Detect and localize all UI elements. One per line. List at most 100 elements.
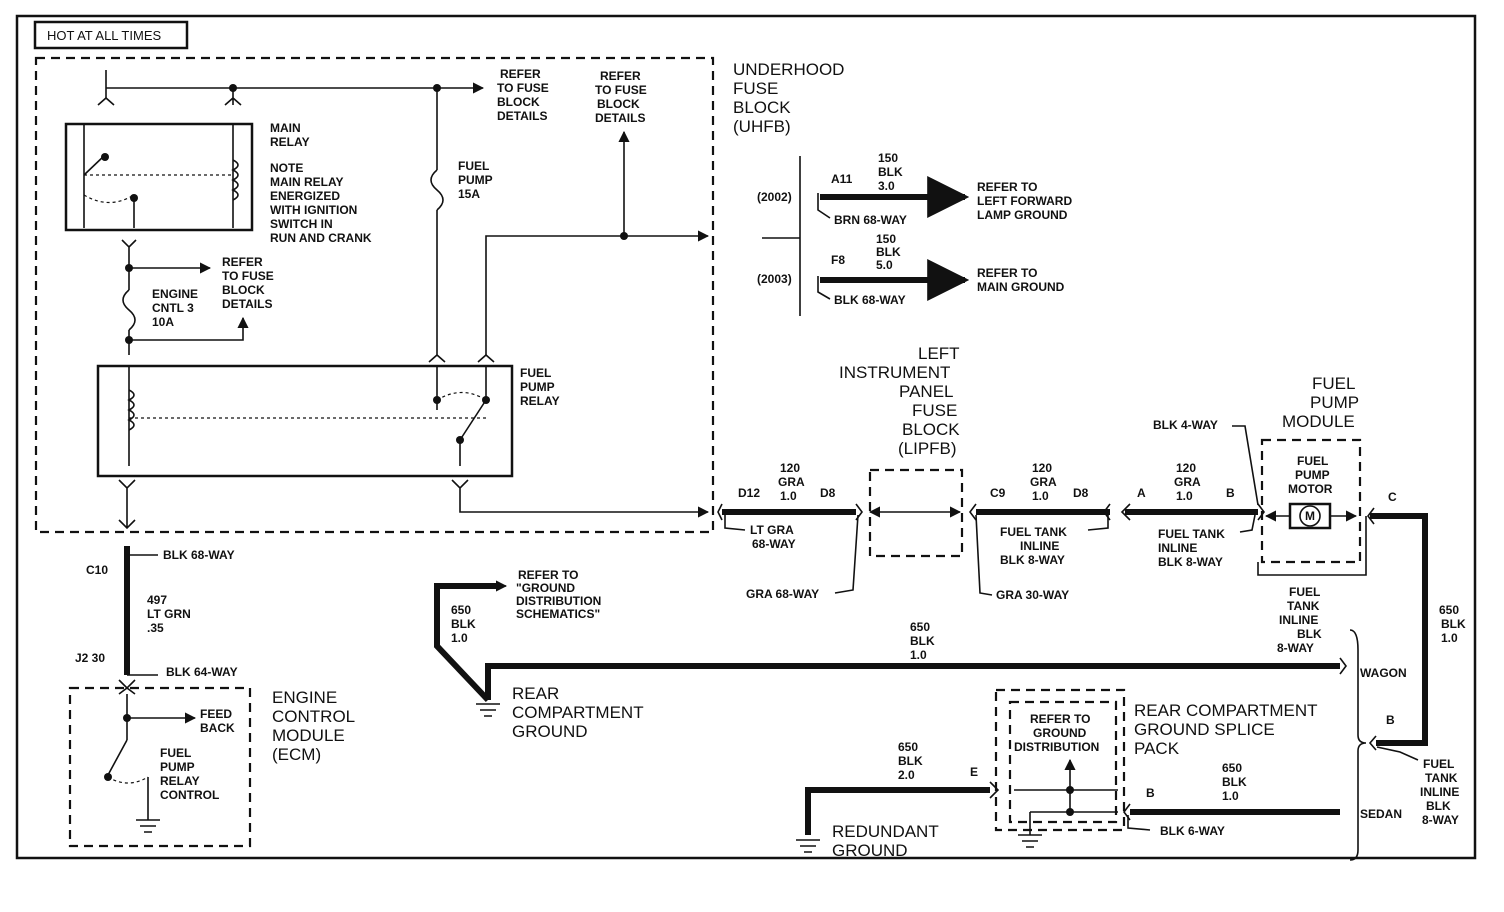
svg-text:REFER TO: REFER TO	[1030, 712, 1090, 726]
svg-text:650: 650	[451, 603, 471, 617]
engine-cntl-fuse-symbol	[122, 289, 136, 331]
svg-text:PUMP: PUMP	[520, 380, 555, 394]
ecm-top-connector: BLK 68-WAY	[163, 548, 235, 562]
svg-text:LEFT FORWARD: LEFT FORWARD	[977, 194, 1072, 208]
svg-text:1.0: 1.0	[910, 648, 927, 662]
refer-fuse-block-3: REFER TO FUSE BLOCK DETAILS	[222, 255, 274, 311]
svg-text:1.0: 1.0	[1176, 489, 1193, 503]
svg-text:PANEL: PANEL	[899, 382, 954, 401]
svg-text:PUMP: PUMP	[1295, 468, 1330, 482]
svg-text:BLOCK: BLOCK	[733, 98, 791, 117]
svg-text:REFER TO: REFER TO	[977, 180, 1037, 194]
svg-text:WITH IGNITION: WITH IGNITION	[270, 203, 357, 217]
svg-text:SWITCH IN: SWITCH IN	[270, 217, 333, 231]
svg-text:BLK: BLK	[1426, 799, 1451, 813]
svg-text:INLINE: INLINE	[1020, 539, 1059, 553]
pump-conn-blk4: BLK 4-WAY	[1153, 418, 1218, 432]
svg-text:FUEL TANK: FUEL TANK	[1000, 525, 1067, 539]
svg-text:REFER: REFER	[500, 67, 541, 81]
svg-text:BLK: BLK	[451, 617, 476, 631]
rear-ground-icon	[476, 703, 500, 717]
svg-text:REAR: REAR	[512, 684, 559, 703]
svg-text:BLK: BLK	[878, 165, 903, 179]
pump-pin-c: C	[1388, 490, 1397, 504]
svg-text:CONTROL: CONTROL	[272, 707, 355, 726]
lipfb-conn-gra68: GRA 68-WAY	[746, 587, 819, 601]
lipfb-pin-c9: C9	[990, 486, 1006, 500]
ecm-boundary	[68, 686, 252, 848]
right-pin-b: B	[1386, 713, 1395, 727]
splice-pack-inner	[1008, 700, 1118, 824]
ecm-bottom-connector: BLK 64-WAY	[166, 665, 238, 679]
svg-text:120: 120	[1176, 461, 1196, 475]
svg-text:DETAILS: DETAILS	[497, 109, 547, 123]
svg-text:CONTROL: CONTROL	[160, 788, 219, 802]
svg-text:REAR COMPARTMENT: REAR COMPARTMENT	[1134, 701, 1318, 720]
motor-symbol: M	[1305, 509, 1315, 523]
svg-text:1.0: 1.0	[451, 631, 468, 645]
svg-text:497: 497	[147, 593, 167, 607]
svg-text:UNDERHOOD: UNDERHOOD	[733, 60, 844, 79]
svg-text:1.0: 1.0	[780, 489, 797, 503]
svg-text:PUMP: PUMP	[458, 173, 493, 187]
svg-text:ENGINE: ENGINE	[272, 688, 337, 707]
wagon-wire-label: 650 BLK 1.0	[910, 620, 935, 662]
svg-text:650: 650	[1222, 761, 1242, 775]
uhfb-bracket	[762, 156, 801, 316]
wagon-sedan-bracket	[1349, 629, 1367, 861]
svg-text:650: 650	[898, 740, 918, 754]
svg-text:PACK: PACK	[1134, 739, 1180, 758]
redundant-ground-wire	[805, 787, 990, 835]
svg-text:CNTL 3: CNTL 3	[152, 301, 194, 315]
svg-text:120: 120	[1032, 461, 1052, 475]
svg-text:8-WAY: 8-WAY	[1277, 641, 1314, 655]
rear-ground-wire-label: 650 BLK 1.0	[451, 603, 476, 645]
redundant-wire-label: 650 BLK 2.0	[898, 740, 923, 782]
svg-text:LT GRN: LT GRN	[147, 607, 191, 621]
svg-text:.35: .35	[147, 621, 164, 635]
lipfb-title: LEFT INSTRUMENT PANEL FUSE BLOCK (LIPFB)	[839, 344, 960, 458]
hot-at-all-times-box	[33, 20, 189, 50]
wagon-ground-wire	[485, 663, 1340, 700]
svg-text:8-WAY: 8-WAY	[1422, 813, 1459, 827]
svg-text:BLOCK: BLOCK	[222, 283, 265, 297]
svg-text:REFER: REFER	[600, 69, 641, 83]
svg-text:TO FUSE: TO FUSE	[497, 81, 549, 95]
svg-text:FUEL: FUEL	[1297, 454, 1328, 468]
ecm-bottom-pin: J2 30	[75, 651, 105, 665]
fuel-pump-relay-symbol	[96, 364, 514, 478]
svg-text:(LIPFB): (LIPFB)	[898, 439, 957, 458]
main-relay-label: MAIN RELAY	[270, 121, 310, 149]
pump-feed-wire-label: 120 GRA 1.0	[1174, 461, 1201, 503]
lipfb-conn-inline1: FUEL TANK INLINE BLK 8-WAY	[1000, 525, 1067, 567]
svg-text:DETAILS: DETAILS	[222, 297, 272, 311]
pump-conn-inline2: FUEL TANK INLINE BLK 8-WAY	[1158, 527, 1225, 569]
lipfb-conn-lt-gra: LT GRA 68-WAY	[750, 523, 796, 551]
svg-text:MAIN RELAY: MAIN RELAY	[270, 175, 344, 189]
lipfb-pin-d12: D12	[738, 486, 760, 500]
svg-text:LT GRA: LT GRA	[750, 523, 794, 537]
sedan-conn: BLK 6-WAY	[1160, 824, 1225, 838]
lipfb-conn-gra30: GRA 30-WAY	[996, 588, 1069, 602]
svg-text:REDUNDANT: REDUNDANT	[832, 822, 939, 841]
svg-text:15A: 15A	[458, 187, 480, 201]
fuel-pump-fuse-symbol	[430, 169, 444, 211]
pump-pin-b: B	[1226, 486, 1235, 500]
year-2003: (2003)	[757, 272, 792, 286]
svg-text:GROUND SPLICE: GROUND SPLICE	[1134, 720, 1275, 739]
svg-text:TO FUSE: TO FUSE	[595, 83, 647, 97]
ground-2002-wire-label: 150 BLK 3.0	[878, 151, 903, 193]
ground-2002-pin: A11	[831, 172, 853, 186]
engine-cntl-fuse-label: ENGINE CNTL 3 10A	[152, 287, 198, 329]
svg-text:FUEL: FUEL	[160, 746, 191, 760]
page-border	[15, 14, 1477, 860]
refer-fuse-block-1: REFER TO FUSE BLOCK DETAILS	[497, 67, 549, 123]
svg-text:FUEL: FUEL	[1289, 585, 1320, 599]
svg-text:BLK: BLK	[910, 634, 935, 648]
splice-pack-outer	[994, 688, 1126, 832]
svg-text:"GROUND: "GROUND	[516, 581, 575, 595]
svg-text:5.0: 5.0	[876, 258, 893, 272]
sedan-wire-label: 650 BLK 1.0	[1222, 761, 1247, 803]
svg-text:FEED: FEED	[200, 707, 232, 721]
splice-pack-title: REAR COMPARTMENT GROUND SPLICE PACK	[1134, 701, 1318, 758]
